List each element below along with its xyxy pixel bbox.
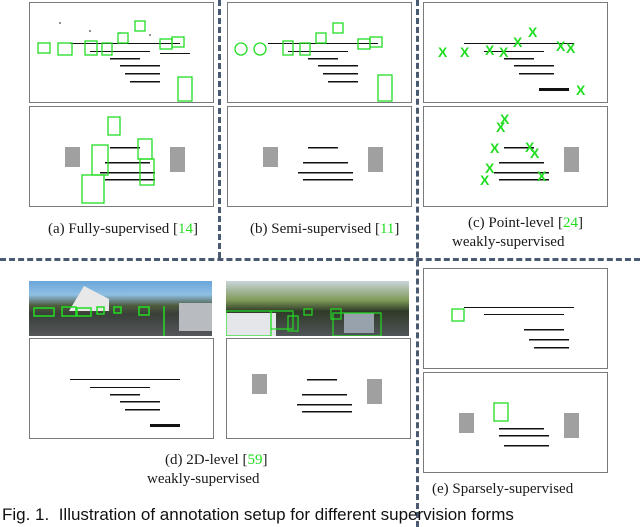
citation-link[interactable]: 14 — [177, 221, 193, 237]
panel-c-subtitle: weakly-supervised — [452, 234, 565, 250]
svg-text:X: X — [525, 139, 535, 155]
svg-text:X: X — [460, 44, 470, 60]
point-cloud-front-single-box — [459, 402, 579, 447]
panel-a-front — [29, 106, 214, 207]
svg-text:X: X — [480, 172, 490, 188]
svg-text:X: X — [537, 168, 547, 184]
svg-text:X: X — [566, 40, 576, 56]
panel-a-caption: (a) Fully-supervised [14] — [48, 221, 198, 237]
svg-text:X: X — [500, 111, 510, 127]
svg-text:X: X — [485, 160, 495, 176]
panel-a-bev — [29, 2, 214, 103]
divider-top-bottom — [0, 258, 640, 261]
figure-label: Fig. 1. — [2, 505, 50, 524]
panel-d-lidar-left — [29, 338, 214, 439]
figure-caption: Fig. 1. Illustration of annotation setup… — [2, 505, 514, 525]
panel-d-subtitle: weakly-supervised — [147, 471, 260, 487]
svg-text:X: X — [528, 24, 538, 40]
camera-image-2d-boxes — [33, 286, 212, 336]
point-cloud-bev-single-box — [451, 307, 574, 349]
panel-d-lidar-right — [226, 338, 411, 439]
camera-image-2d-boxes — [226, 308, 382, 336]
svg-text:X: X — [576, 82, 586, 98]
panel-e-front — [423, 372, 608, 473]
point-cloud-unlabeled — [70, 379, 180, 427]
panel-e-caption: (e) Sparsely-supervised — [432, 481, 574, 497]
figure-caption-text: Illustration of annotation setup for dif… — [58, 505, 514, 524]
panel-b-front — [227, 106, 412, 207]
svg-text:X: X — [556, 38, 566, 54]
point-cloud-bev-boxes — [37, 20, 193, 102]
panel-b-caption: (b) Semi-supervised [11] — [250, 221, 400, 237]
divider-a-b — [218, 0, 221, 258]
panel-b-bev — [227, 2, 412, 103]
panel-e-bev — [423, 268, 608, 369]
svg-text:X: X — [496, 119, 506, 135]
point-cloud-front-boxes — [65, 116, 185, 204]
svg-text:X: X — [485, 42, 495, 58]
svg-text:X: X — [530, 145, 540, 161]
citation-link[interactable]: 59 — [247, 452, 263, 468]
panel-d-camera-right — [226, 281, 409, 336]
panel-c-caption: (c) Point-level [24] — [468, 215, 583, 231]
citation-link[interactable]: 11 — [379, 221, 395, 237]
svg-text:X: X — [490, 140, 500, 156]
panel-d-caption: (d) 2D-level [59] — [165, 452, 268, 468]
panel-d-camera-left — [29, 281, 212, 336]
point-cloud-front — [263, 147, 383, 181]
citation-link[interactable]: 24 — [562, 215, 578, 231]
point-cloud-unlabeled — [252, 374, 382, 413]
divider-b-c — [416, 0, 419, 527]
svg-text:X: X — [499, 44, 509, 60]
point-cloud-bev-boxes — [234, 22, 393, 102]
svg-text:X: X — [513, 34, 523, 50]
svg-text:X: X — [438, 44, 448, 60]
